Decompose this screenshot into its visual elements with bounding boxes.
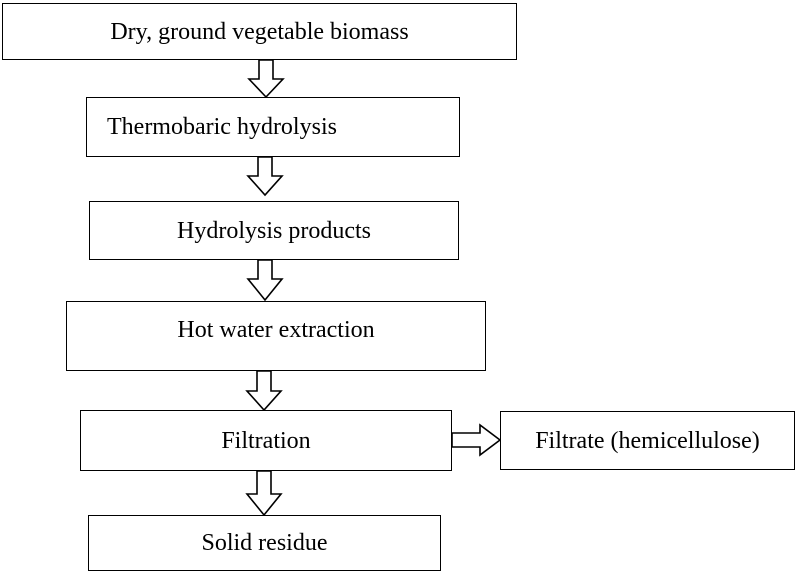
step-biomass-label: Dry, ground vegetable biomass	[110, 18, 409, 45]
step-filtrate-label: Filtrate (hemicellulose)	[535, 427, 760, 454]
step-hydrolysis-products: Hydrolysis products	[89, 201, 459, 260]
step-thermobaric-hydrolysis-label: Thermobaric hydrolysis	[107, 114, 337, 140]
step-thermobaric-hydrolysis: Thermobaric hydrolysis	[86, 97, 460, 157]
step-biomass: Dry, ground vegetable biomass	[2, 3, 517, 60]
step-hot-water-extraction: Hot water extraction	[66, 301, 486, 371]
step-hydrolysis-products-label: Hydrolysis products	[177, 217, 371, 244]
arrow-extraction-to-filtration	[245, 370, 283, 412]
arrow-filtration-to-residue	[245, 470, 283, 517]
arrow-products-to-extraction	[246, 259, 284, 302]
step-hot-water-extraction-label: Hot water extraction	[177, 317, 375, 343]
step-filtration-label: Filtration	[221, 427, 311, 454]
step-solid-residue: Solid residue	[88, 515, 441, 571]
step-filtrate: Filtrate (hemicellulose)	[500, 411, 795, 470]
step-solid-residue-label: Solid residue	[201, 530, 328, 556]
step-filtration: Filtration	[80, 410, 452, 471]
arrow-hydrolysis-to-products	[246, 156, 284, 197]
arrow-biomass-to-hydrolysis	[247, 59, 285, 99]
arrow-filtration-to-filtrate	[451, 423, 502, 457]
